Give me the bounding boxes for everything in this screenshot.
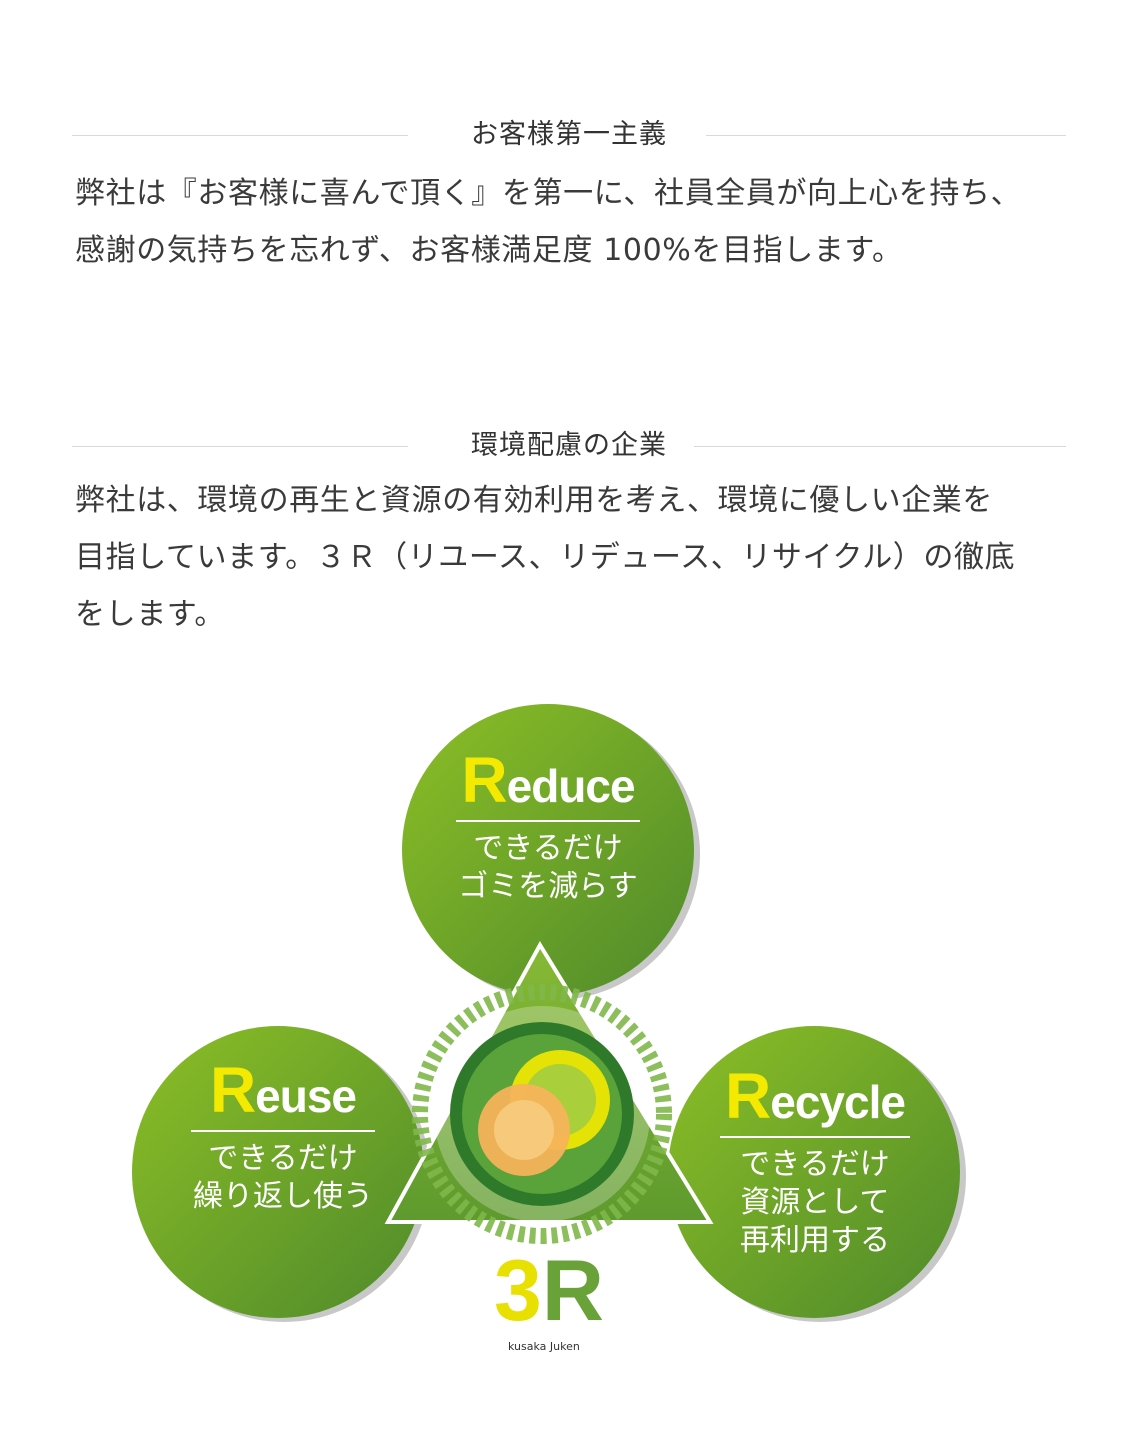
section-body-environment: 弊社は、環境の再生と資源の有効利用を考え、環境に優しい企業を 目指しています。３… <box>75 472 1095 643</box>
section-body-customer-first: 弊社は『お客様に喜んで頂く』を第一に、社員全員が向上心を持ち、 感謝の気持ちを忘… <box>75 165 1095 279</box>
heading-rule-right <box>694 446 1066 447</box>
reduce-desc-line: ゴミを減らす <box>458 869 638 904</box>
section-title: 環境配慮の企業 <box>445 430 693 461</box>
recycle-rule <box>720 1136 910 1138</box>
body-line: 感謝の気持ちを忘れず、お客様満足度 100%を目指します。 <box>75 233 903 268</box>
body-line: 弊社は『お客様に喜んで頂く』を第一に、社員全員が向上心を持ち、 <box>75 176 1022 211</box>
reduce-rule <box>456 820 640 822</box>
reduce-circle <box>402 704 694 996</box>
reuse-desc-line: 繰り返し使う <box>193 1179 373 1214</box>
reuse-rule <box>191 1130 375 1132</box>
heading-rule-right <box>706 135 1066 136</box>
reduce-label: Reduce できるだけ ゴミを減らす <box>448 744 648 906</box>
reduce-desc-line: できるだけ <box>473 831 623 866</box>
section-heading-customer-first: お客様第一主義 <box>72 115 1066 155</box>
body-line: をします。 <box>75 597 225 632</box>
recycle-desc-line: 資源として <box>740 1185 890 1220</box>
three-r-figure: Reduce できるだけ ゴミを減らす Reuse できるだけ 繰り返し使う R… <box>120 700 1020 1400</box>
body-line: 目指しています。３Ｒ（リユース、リデュース、リサイクル）の徹底 <box>75 540 1016 575</box>
reduce-title: Reduce <box>461 744 635 816</box>
heading-rule-left <box>72 446 408 447</box>
reuse-title: Reuse <box>209 1054 357 1126</box>
recycle-circle <box>668 1026 960 1318</box>
recycle-desc-line: できるだけ <box>740 1147 890 1182</box>
recycle-title: Recycle <box>725 1060 906 1132</box>
heading-rule-left <box>72 135 408 136</box>
section-heading-environment: 環境配慮の企業 <box>72 426 1066 466</box>
recycle-label: Recycle できるだけ 資源として 再利用する <box>710 1060 920 1260</box>
reuse-desc-line: できるだけ <box>208 1141 358 1176</box>
body-line: 弊社は、環境の再生と資源の有効利用を考え、環境に優しい企業を <box>75 483 993 518</box>
recycle-desc-line: 再利用する <box>740 1223 890 1258</box>
city-ring-icon <box>412 984 672 1244</box>
logo-subtitle: kusaka Juken <box>508 1340 580 1353</box>
three-r-logo: 3R <box>494 1243 604 1339</box>
reuse-label: Reuse できるだけ 繰り返し使う <box>188 1054 378 1216</box>
section-title: お客様第一主義 <box>445 119 693 150</box>
three-r-graphic <box>132 704 966 1322</box>
reuse-circle <box>132 1026 424 1318</box>
